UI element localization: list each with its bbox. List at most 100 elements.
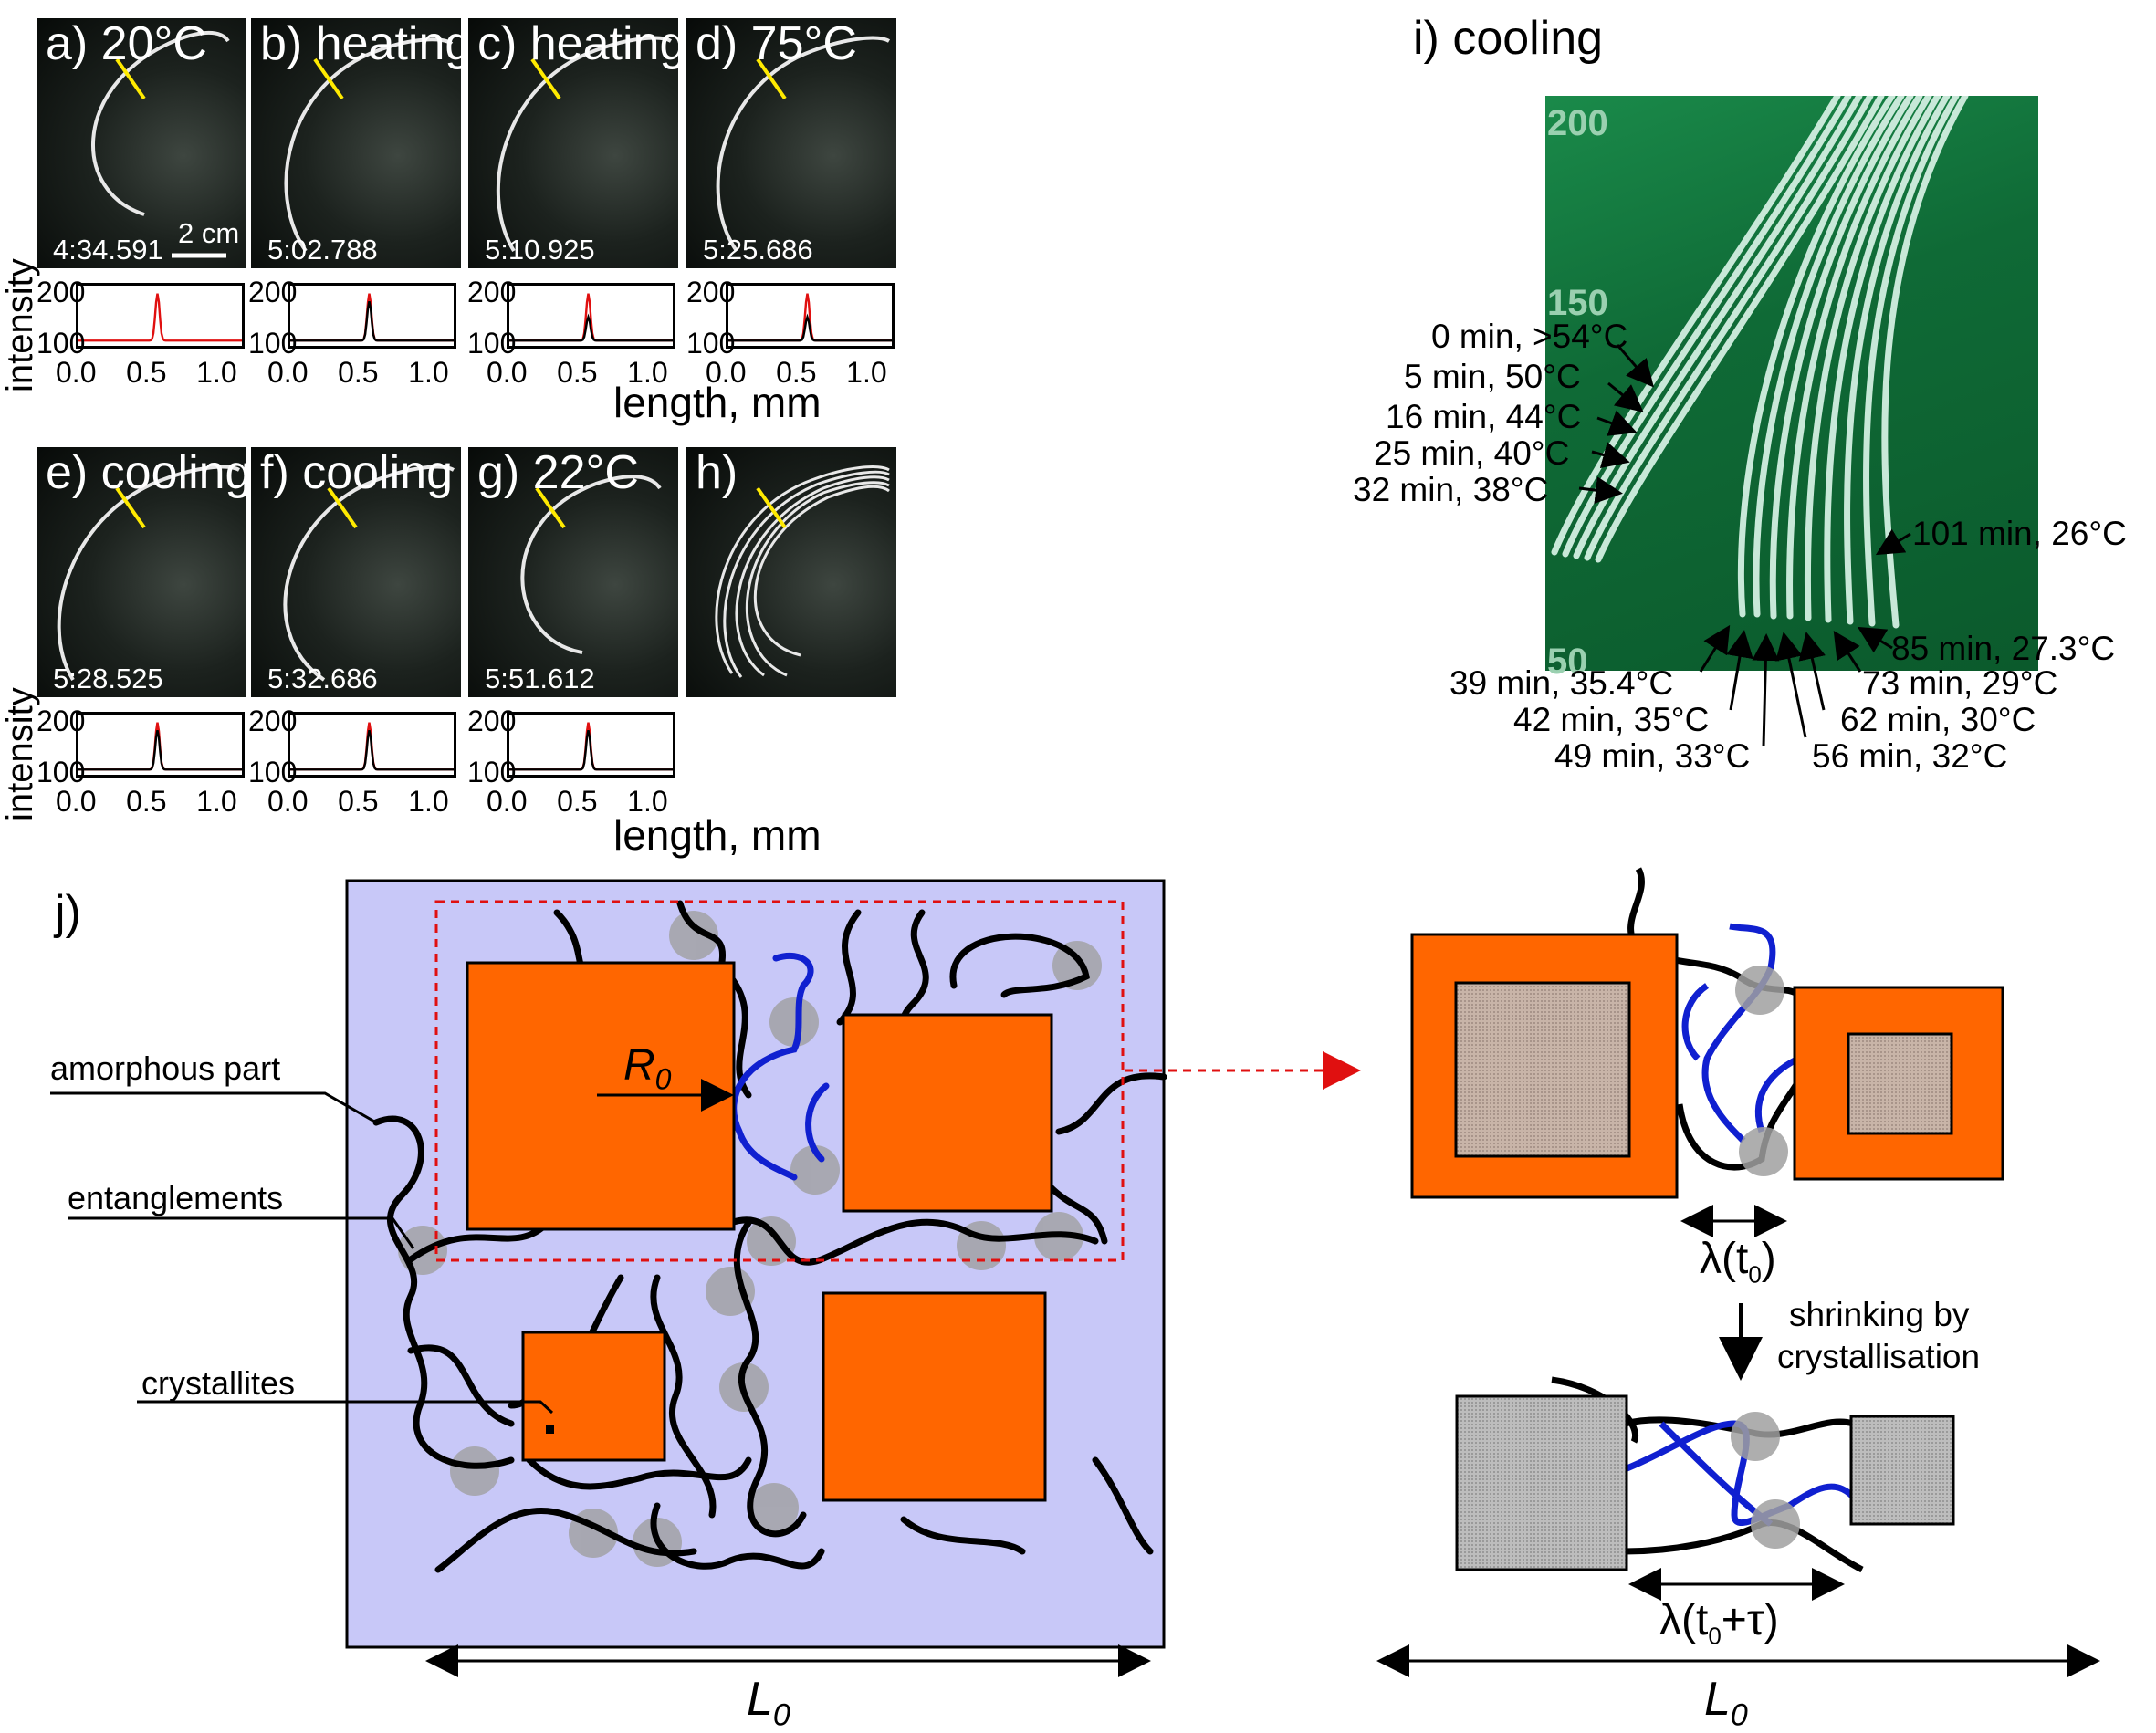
x-tick-label: 1.0 <box>627 356 668 389</box>
x-tick-label: 0.0 <box>487 356 528 389</box>
current-series-line <box>728 313 892 342</box>
panel-label-d: d) 75°C <box>696 18 857 70</box>
ytick-100: 100 <box>248 327 298 360</box>
photo-g: g) 22°C 5:51.612 <box>468 447 678 697</box>
ytick-200: 200 <box>248 705 298 737</box>
ytick-100: 100 <box>248 756 298 788</box>
x-tick-label: 1.0 <box>196 356 237 389</box>
x-tick-label: 0.0 <box>706 356 747 389</box>
x-tick-label: 0.0 <box>267 356 309 389</box>
label-amorphous: amorphous part <box>50 1049 281 1087</box>
annotation-25min: 25 min, 40°C <box>1374 434 1570 472</box>
reference-series-line <box>78 293 242 342</box>
annotation-49min: 49 min, 33°C <box>1554 737 1751 775</box>
x-axis-label: length, mm <box>613 379 822 426</box>
plot-d <box>726 283 895 349</box>
x-tick-label: 0.5 <box>126 356 167 389</box>
plot-f <box>288 712 456 778</box>
panel-label-h: h) <box>696 447 738 499</box>
x-axis-label: length, mm <box>613 811 822 859</box>
timestamp-a: 4:34.591 <box>53 234 163 266</box>
panel-label-b: b) heating <box>260 18 461 70</box>
ytick-200: 200 <box>686 276 736 308</box>
ytick-100: 100 <box>467 327 517 360</box>
x-tick-label: 0.5 <box>126 785 167 818</box>
panel-label-i: i) cooling <box>1413 12 1604 65</box>
ruler-label-150: 150 <box>1547 283 1608 323</box>
photo-h: h) <box>686 447 896 697</box>
annotation-85min: 85 min, 27.3°C <box>1891 630 2116 667</box>
scalebar-label: 2 cm <box>178 217 240 249</box>
plot-g <box>507 712 675 778</box>
annotation-73min: 73 min, 29°C <box>1862 664 2058 702</box>
ytick-100: 100 <box>37 756 86 788</box>
ytick-200: 200 <box>248 276 298 308</box>
ytick-200: 200 <box>37 276 86 308</box>
label-l0-right: L0 <box>1704 1673 1748 1733</box>
photo-d: d) 75°C 5:25.686 <box>686 18 896 268</box>
annotation-39min: 39 min, 35.4°C <box>1450 664 1674 702</box>
x-tick-label: 0.5 <box>338 785 379 818</box>
panel-label-e: e) cooling <box>46 447 246 499</box>
timestamp-e: 5:28.525 <box>53 663 163 694</box>
panel-label-f: f) cooling <box>260 447 453 499</box>
panel-label-g: g) 22°C <box>477 447 639 499</box>
annotation-42min: 42 min, 35°C <box>1513 701 1710 738</box>
annotation-5min: 5 min, 50°C <box>1404 358 1581 395</box>
current-series-line <box>290 301 454 342</box>
annotation-32min: 32 min, 38°C <box>1353 471 1549 508</box>
x-tick-label: 0.0 <box>487 785 528 818</box>
x-tick-label: 0.0 <box>56 785 97 818</box>
panel-label-a: a) 20°C <box>46 18 207 70</box>
ruler-label-50: 50 <box>1547 642 1588 682</box>
plot-c <box>507 283 675 349</box>
timestamp-c: 5:10.925 <box>485 234 595 266</box>
panel-label-c: c) heating <box>477 18 678 70</box>
plot-a <box>76 283 245 349</box>
ytick-100: 100 <box>467 756 517 788</box>
current-series-line <box>78 730 242 771</box>
x-tick-label: 0.0 <box>267 785 309 818</box>
label-crystallisation: crystallisation <box>1777 1338 1981 1375</box>
ruler-label-200: 200 <box>1547 103 1608 143</box>
plot-e <box>76 712 245 778</box>
timestamp-d: 5:25.686 <box>703 234 813 266</box>
x-tick-label: 1.0 <box>408 356 449 389</box>
current-series-line <box>290 730 454 771</box>
x-tick-label: 0.0 <box>56 356 97 389</box>
label-r0: R0 <box>623 1041 672 1096</box>
x-tick-label: 1.0 <box>846 356 887 389</box>
label-l0-left: L0 <box>747 1673 790 1733</box>
x-tick-label: 1.0 <box>627 785 668 818</box>
label-lambda-t0-tau: λ(t0+τ) <box>1659 1596 1779 1650</box>
x-tick-label: 0.5 <box>557 356 598 389</box>
timestamp-b: 5:02.788 <box>267 234 378 266</box>
ytick-200: 200 <box>37 705 86 737</box>
x-tick-label: 0.5 <box>557 785 598 818</box>
label-crystallites: crystallites <box>141 1364 296 1402</box>
ytick-200: 200 <box>467 276 517 308</box>
photo-c: c) heating 5:10.925 <box>468 18 678 268</box>
current-series-line <box>509 313 673 342</box>
current-series-line <box>509 730 673 771</box>
photo-e: e) cooling 5:28.525 <box>37 447 246 697</box>
annotation-0min: 0 min, >54°C <box>1431 318 1628 355</box>
x-tick-label: 0.5 <box>338 356 379 389</box>
photo-f: f) cooling 5:32.686 <box>251 447 461 697</box>
label-entanglements: entanglements <box>68 1179 284 1216</box>
ytick-100: 100 <box>37 327 86 360</box>
annotation-62min: 62 min, 30°C <box>1840 701 2036 738</box>
annotation-56min: 56 min, 32°C <box>1812 737 2008 775</box>
timestamp-g: 5:51.612 <box>485 663 595 694</box>
x-tick-label: 0.5 <box>776 356 817 389</box>
ytick-100: 100 <box>686 327 736 360</box>
photo-b: b) heating 5:02.788 <box>251 18 461 268</box>
label-shrinking: shrinking by <box>1789 1296 1970 1333</box>
annotation-101min: 101 min, 26°C <box>1912 515 2127 552</box>
x-tick-label: 1.0 <box>196 785 237 818</box>
x-tick-label: 1.0 <box>408 785 449 818</box>
panel-label-j: j) <box>55 886 81 939</box>
photo-a: a) 20°C 4:34.591 2 cm <box>37 18 246 268</box>
annotation-16min: 16 min, 44°C <box>1386 398 1582 435</box>
